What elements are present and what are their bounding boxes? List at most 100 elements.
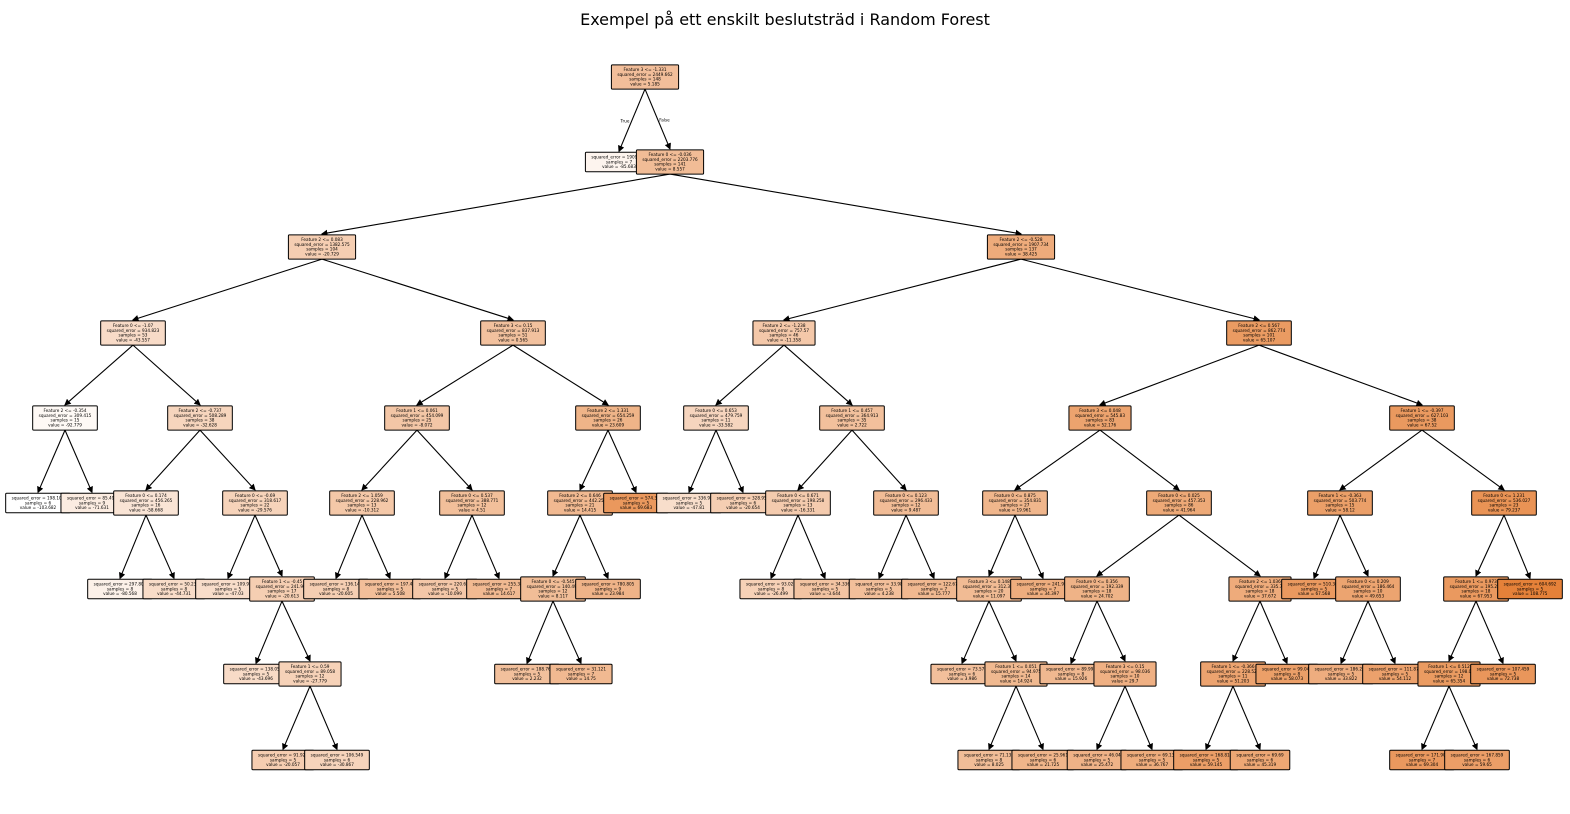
tree-edge: [1339, 429, 1423, 491]
node-text-line: value = 0.565: [498, 338, 528, 343]
node-text-line: squared_error = 2203.776: [642, 157, 698, 162]
node-text-line: samples = 25: [403, 418, 432, 423]
tree-edge: [1313, 514, 1341, 580]
node-text-line: value = 49.653: [1352, 594, 1385, 599]
tree-edge: [526, 600, 554, 665]
node-text-line: samples = 5: [623, 500, 650, 505]
node-text-line: Feature 0 <= 0.537: [451, 493, 493, 498]
node-text-line: samples = 12: [892, 503, 921, 508]
tree-edge: [1448, 685, 1478, 751]
node-text-line: Feature 0 <= -0.69: [235, 493, 276, 498]
node-text-line: squared_error = 89.058: [285, 669, 335, 674]
node-text-line: samples = 46: [770, 333, 799, 338]
node-text-line: squared_error = 111.878: [1369, 667, 1422, 672]
tree-edge: [1503, 514, 1531, 580]
node-box: [1444, 749, 1510, 771]
node-text-line: samples = 7: [606, 159, 633, 164]
node-text-line: squared_error = 934.823: [107, 328, 160, 333]
node-text-line: squared_error = 91.928: [258, 753, 308, 758]
tree-edge: [1258, 344, 1424, 407]
node-text-line: samples = 5: [514, 671, 541, 676]
node-text-line: samples = 8: [976, 757, 1003, 762]
tree-edge: [255, 600, 283, 665]
node-text-line: squared_error = 354.831: [989, 498, 1042, 503]
node-text-line: samples = 17: [268, 589, 297, 594]
node-text-line: Feature 0 <= 0.671: [777, 493, 819, 498]
node-box: [167, 405, 233, 431]
node-text-line: squared_error = 138.051: [230, 667, 283, 672]
node-text-line: squared_error = 94.975: [991, 669, 1041, 674]
node-text-line: samples = 6: [25, 500, 52, 505]
node-text-line: value = 51.203: [1217, 679, 1250, 684]
tree-edge: [1232, 600, 1261, 662]
node-text-line: Feature 0 <= 0.875: [994, 493, 1036, 498]
node-box: [1470, 663, 1536, 685]
node-box: [100, 320, 166, 346]
node-text-line: squared_error = 536.027: [1478, 498, 1531, 503]
node-text-line: samples = 14: [1002, 674, 1031, 679]
tree-edge: [512, 344, 609, 406]
tree-edge: [1096, 600, 1126, 662]
node-text-line: squared_error = 1909.418: [591, 155, 647, 160]
node-text-line: Feature 2 <= 0.567: [1238, 323, 1280, 328]
node-text-line: squared_error = 171.908: [1396, 753, 1449, 758]
node-text-line: samples = 12: [296, 674, 325, 679]
node-text-line: samples = 5: [866, 586, 893, 591]
node-text-line: squared_error = 862.774: [1233, 328, 1286, 333]
node-text-line: Feature 2 <= -1.238: [763, 323, 806, 328]
node-text-line: value = -58.668: [129, 508, 163, 513]
chart-title: Exempel på ett enskilt beslutsträd i Ran…: [580, 10, 990, 29]
tree-edge: [579, 514, 609, 580]
node-text-line: Feature 1 <= 0.457: [831, 408, 873, 413]
node-text-line: value = 65.354: [1433, 679, 1466, 684]
tree-edge: [961, 600, 990, 665]
node-text-line: samples = 7: [1409, 757, 1436, 762]
tree-edge: [1020, 258, 1261, 322]
node-text-line: samples = 18: [1246, 589, 1275, 594]
tree-edge: [797, 429, 853, 491]
node-text-line: samples = 83: [1086, 418, 1115, 423]
node-text-line: samples = 6: [949, 671, 976, 676]
node-text-line: squared_error = 34.336: [800, 582, 850, 587]
node-text-line: samples = 7: [486, 586, 513, 591]
tree-edge: [579, 429, 609, 491]
tree-edge: [309, 685, 338, 751]
node-text-line: value = 15.926: [1055, 676, 1088, 681]
node-text-line: squared_error = 479.759: [690, 413, 743, 418]
node-text-line: squared_error = 228.527: [1207, 669, 1260, 674]
node-text-line: value = -8.072: [401, 423, 432, 428]
node-text-line: value = -103.682: [20, 505, 57, 510]
tree-edge: [281, 600, 311, 662]
tree-edge: [1475, 514, 1505, 577]
node-text-line: squared_error = 255.384: [473, 582, 526, 587]
node-text-line: value = -32.628: [183, 423, 217, 428]
tree-edge: [905, 514, 935, 580]
node-text-line: squared_error = 85.495: [67, 496, 117, 501]
node-box: [986, 234, 1056, 260]
node-text-line: samples = 5: [812, 586, 839, 591]
node-text-line: value = 2.722: [837, 423, 867, 428]
node-text-line: samples = 12: [539, 589, 568, 594]
node-box: [982, 490, 1048, 516]
